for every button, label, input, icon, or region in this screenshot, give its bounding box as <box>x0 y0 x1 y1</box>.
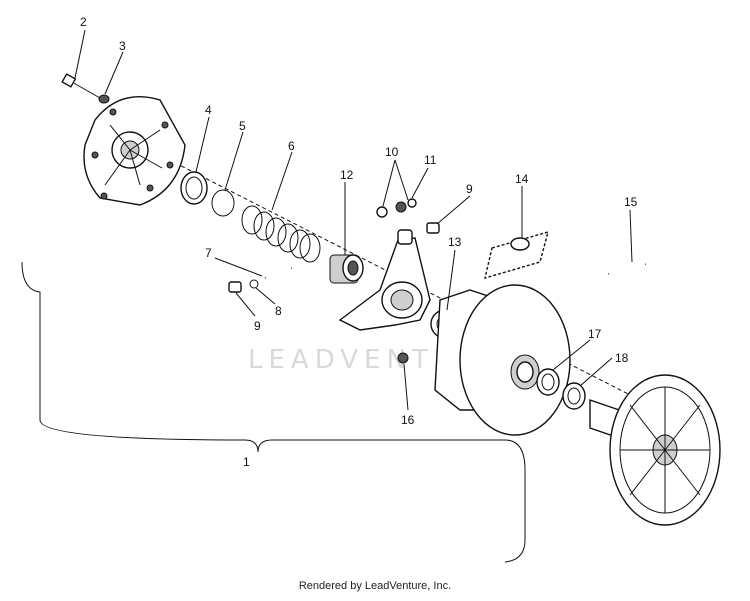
bolt-part <box>61 73 101 99</box>
spider-arm-part <box>338 229 431 331</box>
pin-part <box>264 266 293 280</box>
callout-18: 18 <box>615 351 629 365</box>
callout-3: 3 <box>119 39 126 53</box>
callout-4: 4 <box>205 103 212 117</box>
callout-1: 1 <box>243 455 250 469</box>
cover-plate-part <box>83 96 186 206</box>
callout-11: 11 <box>424 153 437 167</box>
callout-12: 12 <box>340 168 354 182</box>
callout-8: 8 <box>275 304 282 318</box>
fixed-sheave-part <box>589 374 721 526</box>
leader-lines <box>74 29 633 411</box>
callout-6: 6 <box>288 139 295 153</box>
roller-part-lower <box>228 281 242 293</box>
bushing-part <box>536 368 560 396</box>
shaft-pin-part <box>607 262 647 276</box>
snap-ring-part <box>211 189 235 217</box>
callout-14: 14 <box>515 172 529 186</box>
callout-17: 17 <box>588 327 602 341</box>
moveable-sheave-part <box>434 284 571 436</box>
assembly-bracket <box>21 261 526 563</box>
footer-credit: Rendered by LeadVenture, Inc. <box>298 580 452 592</box>
callout-7: 7 <box>205 246 212 260</box>
callout-numbers: 2 3 4 5 6 7 8 9 10 11 12 9 13 14 15 16 1… <box>80 15 638 469</box>
callout-5: 5 <box>239 119 246 133</box>
callout-16: 16 <box>401 413 415 427</box>
nut-washer-parts <box>376 198 417 218</box>
callout-15: 15 <box>624 195 638 209</box>
decal-part <box>484 230 549 280</box>
roller-bushing-part <box>329 254 364 284</box>
bushing-ring-part <box>180 171 208 205</box>
roller-part-upper <box>426 222 440 234</box>
callout-13: 13 <box>448 235 462 249</box>
nut-part <box>397 352 409 364</box>
callout-9-lower: 9 <box>254 319 261 333</box>
washer-part <box>98 94 110 104</box>
callout-10: 10 <box>385 145 399 159</box>
callout-9-upper: 9 <box>466 182 473 196</box>
callout-2: 2 <box>80 15 87 29</box>
spring-part <box>241 205 321 263</box>
o-ring-part <box>249 279 259 289</box>
ring-part <box>562 382 586 410</box>
